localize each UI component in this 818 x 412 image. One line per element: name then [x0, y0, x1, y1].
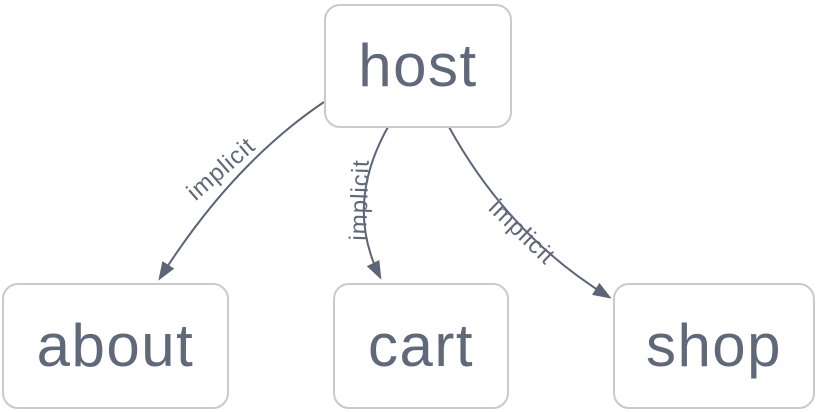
- node-cart: cart: [333, 283, 509, 409]
- node-cart-label: cart: [367, 312, 475, 379]
- node-shop: shop: [613, 283, 815, 409]
- node-shop-label: shop: [645, 312, 783, 379]
- node-about-label: about: [36, 312, 195, 379]
- edge-host-cart: [362, 126, 389, 280]
- node-host-label: host: [358, 32, 478, 99]
- edge-host-about: [158, 101, 325, 281]
- edge-label-host-shop: implicit: [483, 194, 560, 270]
- node-about: about: [2, 283, 229, 409]
- edge-host-shop: [448, 126, 612, 299]
- node-host: host: [324, 4, 512, 128]
- edge-label-host-cart: implicit: [345, 159, 375, 241]
